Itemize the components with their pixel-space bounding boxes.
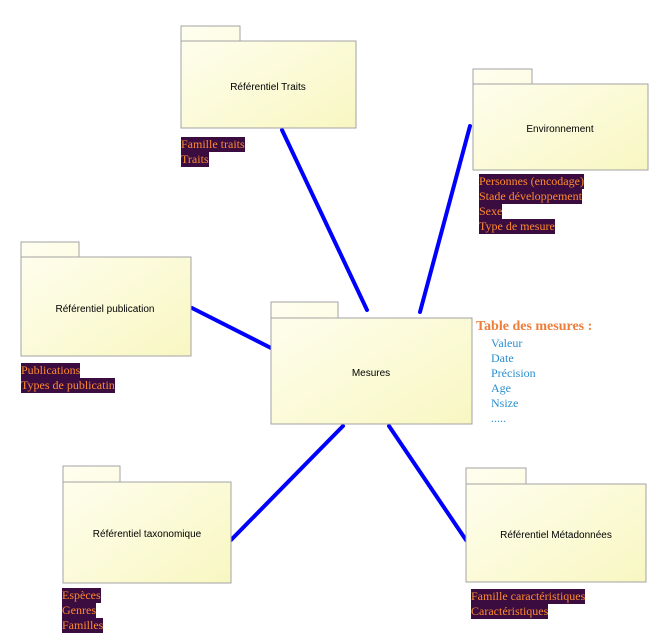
- table-field: Age: [491, 381, 511, 395]
- traits-attributes: Famille traits Traits: [181, 137, 245, 167]
- environnement-attributes: Personnes (encodage) Stade développement…: [479, 174, 584, 234]
- connectors: [190, 124, 472, 542]
- package-referentiel-taxonomique[interactable]: Référentiel taxonomique: [62, 465, 232, 584]
- attribute-item: Genres: [62, 603, 96, 618]
- package-label-metadonnees: Référentiel Métadonnées: [500, 530, 612, 541]
- attribute-item: Espèces: [62, 588, 101, 603]
- attribute-item: Type de mesure: [479, 219, 555, 234]
- table-des-mesures: Table des mesures : Valeur Date Précisio…: [476, 318, 592, 426]
- table-field: Valeur: [491, 336, 523, 350]
- table-fields: Valeur Date Précision Age Nsize .....: [491, 336, 592, 426]
- table-field: Nsize: [491, 396, 519, 410]
- package-label-mesures: Mesures: [352, 368, 390, 379]
- attribute-item: Stade développement: [479, 189, 582, 204]
- connector-taxonomique-mesures: [229, 424, 345, 542]
- package-referentiel-publication[interactable]: Référentiel publication: [20, 241, 192, 357]
- table-field: Date: [491, 351, 514, 365]
- attribute-item: Personnes (encodage): [479, 174, 584, 189]
- table-field: .....: [491, 411, 506, 425]
- attribute-item: Types de publicatin: [21, 378, 115, 393]
- package-referentiel-metadonnees[interactable]: Référentiel Métadonnées: [465, 467, 647, 583]
- package-label-environnement: Environnement: [526, 124, 593, 135]
- attribute-item: Publications: [21, 363, 81, 378]
- connector-environnement-mesures: [418, 124, 472, 314]
- connector-publication-mesures: [190, 306, 273, 350]
- attribute-item: Traits: [181, 152, 209, 167]
- package-label-traits: Référentiel Traits: [230, 82, 306, 93]
- package-environnement[interactable]: Environnement: [472, 68, 649, 171]
- publication-attributes: Publications Types de publicatin: [21, 363, 115, 393]
- metadonnees-attributes: Famille caractéristiques Caractéristique…: [471, 589, 586, 619]
- attribute-item: Caractéristiques: [471, 604, 549, 619]
- attribute-item: Famille caractéristiques: [471, 589, 586, 604]
- package-mesures[interactable]: Mesures: [270, 301, 473, 425]
- connector-traits-mesures: [280, 128, 369, 312]
- attribute-item: Sexe: [479, 204, 503, 219]
- table-title: Table des mesures :: [476, 319, 593, 334]
- attribute-item: Familles: [62, 618, 104, 633]
- taxonomique-attributes: Espèces Genres Familles: [62, 588, 104, 633]
- table-field: Précision: [491, 366, 536, 380]
- attribute-item: Famille traits: [181, 137, 245, 152]
- package-referentiel-traits[interactable]: Référentiel Traits: [180, 25, 357, 129]
- package-label-publication: Référentiel publication: [56, 304, 155, 315]
- package-label-taxonomique: Référentiel taxonomique: [93, 529, 202, 540]
- connector-metadonnees-mesures: [387, 424, 468, 542]
